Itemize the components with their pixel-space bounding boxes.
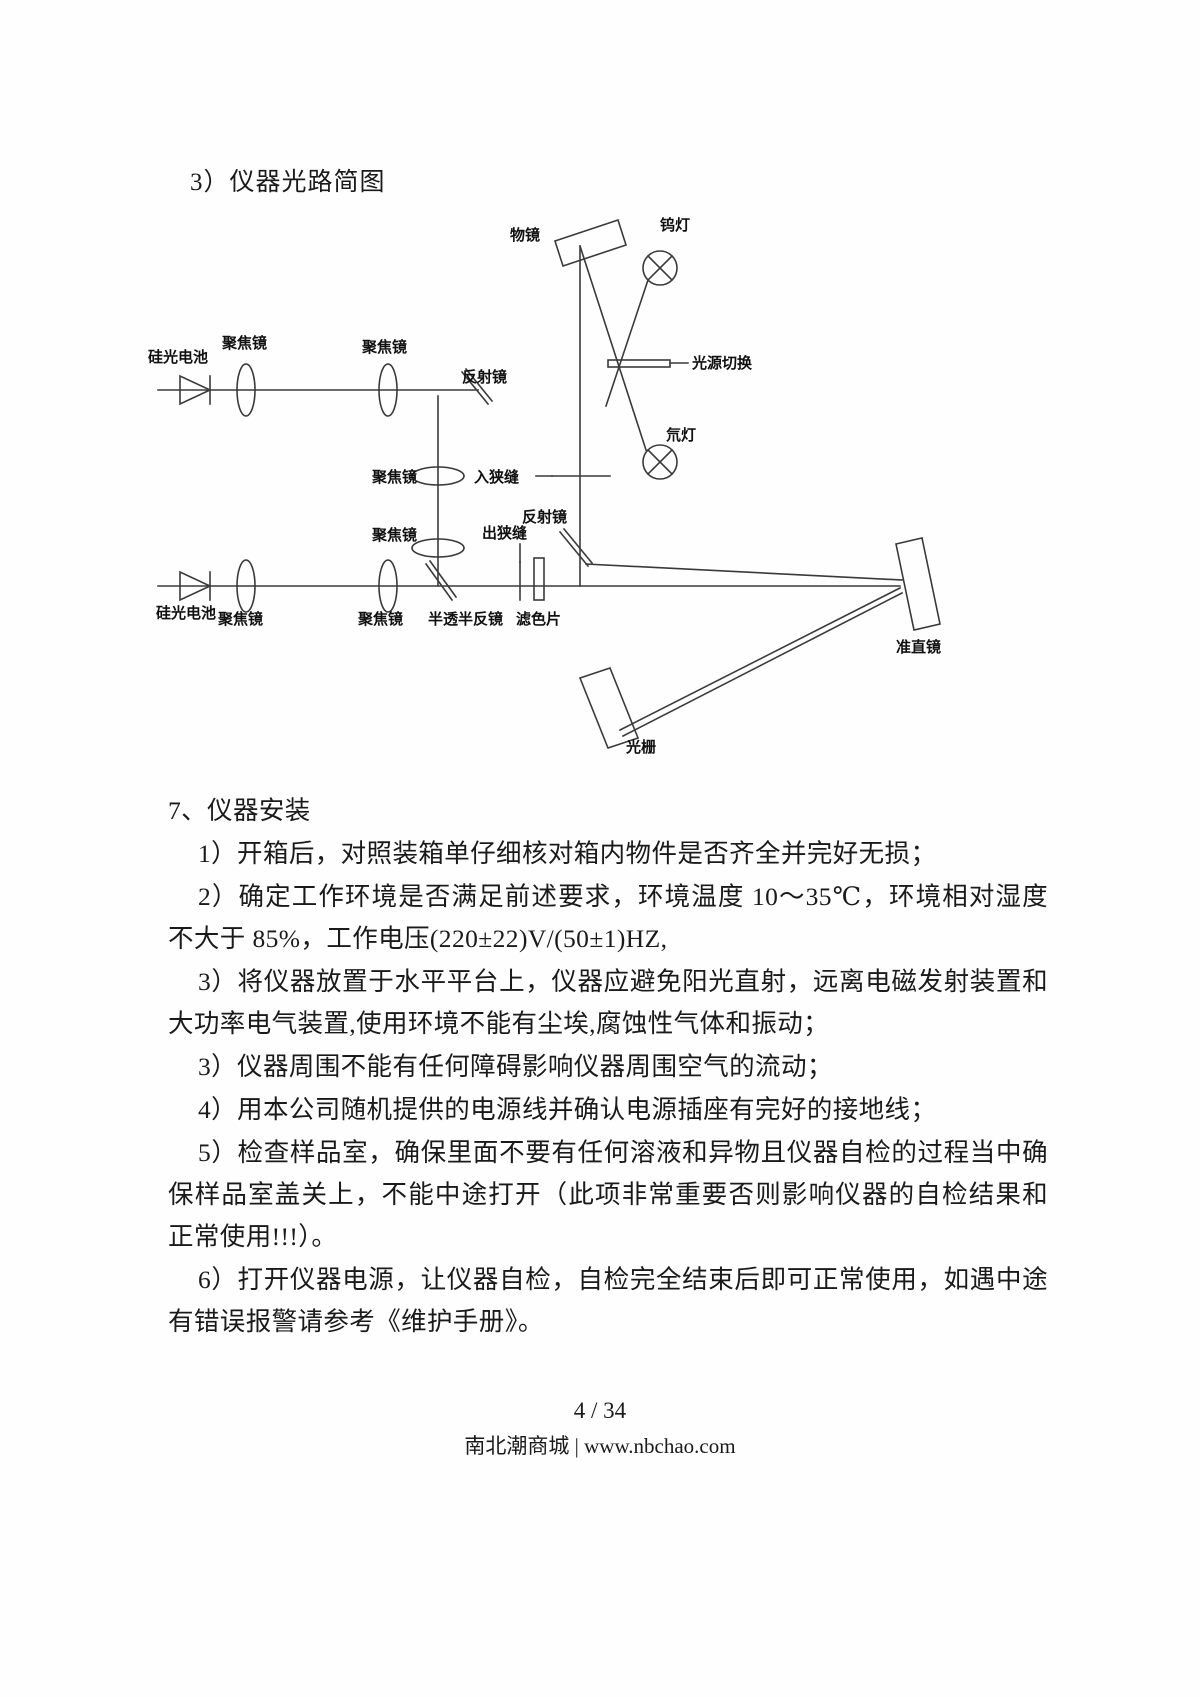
label-focus-lens-6: 聚焦镜: [357, 610, 403, 628]
paragraph-item-2: 2）确定工作环境是否满足前述要求，环境温度 10～35℃，环境相对湿度不大于 8…: [168, 882, 1048, 953]
label-color-filter: 滤色片: [516, 610, 561, 628]
paragraph-item-3b: 3）仪器周围不能有任何障碍影响仪器周围空气的流动；: [198, 1052, 833, 1081]
beam-collimator-to-grating-b: [621, 591, 904, 738]
label-entrance-slit: 入狭缝: [474, 468, 519, 486]
section-heading: 3）仪器光路简图: [190, 169, 386, 196]
label-focus-lens-2: 聚焦镜: [361, 338, 407, 356]
beam-collimator-to-grating-a: [618, 586, 902, 732]
label-beam-splitter: 半透半反镜: [428, 610, 503, 628]
body-text: 7、仪器安装 1）开箱后，对照装箱单仔细核对箱内物件是否齐全并完好无损； 2）确…: [168, 790, 1048, 1344]
focus-lens-5-symbol: [236, 559, 256, 613]
reflector-lower-symbol: [558, 527, 594, 568]
silicon-cell-upper-symbol: [179, 374, 212, 406]
focus-lens-1-symbol: [236, 363, 256, 417]
paragraph-item-6: 6）打开仪器电源，让仪器自检，自检完全结束后即可正常使用，如遇中途有错误报警请参…: [168, 1265, 1048, 1336]
beam-reflector-to-collimator: [585, 563, 903, 581]
label-collimator: 准直镜: [896, 638, 941, 656]
label-reflector-lower: 反射镜: [522, 508, 567, 526]
focus-lens-4-symbol: [411, 538, 465, 558]
label-objective-mirror: 物镜: [510, 226, 540, 244]
deuterium-lamp-symbol: [642, 444, 678, 480]
label-focus-lens-3: 聚焦镜: [371, 468, 417, 486]
label-source-switch: 光源切换: [691, 354, 753, 372]
color-filter-symbol: [533, 557, 545, 601]
page-footer: 4 / 34 南北潮商城 | www.nbchao.com: [0, 1398, 1200, 1460]
label-reflector-upper: 反射镜: [462, 368, 507, 386]
label-grating: 光栅: [625, 738, 656, 756]
page-number: 4 / 34: [573, 1398, 627, 1423]
paragraph-item-3a: 3）将仪器放置于水平平台上，仪器应避免阳光直射，远离电磁发射装置和大功率电气装置…: [168, 967, 1048, 1038]
label-deuterium-lamp: 氘灯: [666, 426, 696, 444]
label-silicon-cell-lower: 硅光电池: [156, 604, 216, 622]
paragraph-item-4: 4）用本公司随机提供的电源线并确认电源插座有完好的接地线；: [198, 1095, 937, 1124]
objective-mirror-symbol: [553, 218, 628, 268]
paragraph-item-1: 1）开箱后，对照装箱单仔细核对箱内物件是否齐全并完好无损；: [198, 839, 937, 868]
beam-tungsten-to-switch: [604, 278, 650, 408]
label-focus-lens-1: 聚焦镜: [221, 334, 267, 352]
label-focus-lens-4: 聚焦镜: [371, 526, 417, 544]
label-focus-lens-5: 聚焦镜: [217, 610, 263, 628]
beam-objective-to-deuterium: [578, 244, 648, 452]
grating-symbol: [578, 667, 640, 749]
focus-lens-2-symbol: [378, 363, 398, 417]
label-silicon-cell-upper: 硅光电池: [148, 348, 208, 366]
focus-lens-3-symbol: [411, 466, 465, 486]
label-exit-slit: 出狭缝: [482, 524, 527, 542]
collimator-mirror-symbol: [895, 537, 941, 631]
silicon-cell-lower-symbol: [179, 570, 212, 602]
beam-splitter-symbol: [424, 559, 458, 602]
tungsten-lamp-symbol: [642, 250, 678, 286]
label-tungsten-lamp: 钨灯: [660, 216, 690, 234]
focus-lens-6-symbol: [378, 559, 398, 613]
footer-site: 南北潮商城 | www.nbchao.com: [464, 1434, 736, 1458]
optical-path-diagram: 硅光电池 聚焦镜 聚焦镜 反射镜 聚焦镜 聚焦镜 硅光电池 聚焦镜 聚焦镜 半透…: [140, 200, 1060, 780]
paragraph-heading: 7、仪器安装: [168, 796, 311, 825]
reflector-upper-symbol: [460, 367, 494, 406]
paragraph-item-5: 5）检查样品室，确保里面不要有任何溶液和异物且仪器自检的过程当中确保样品室盖关上…: [168, 1138, 1048, 1251]
